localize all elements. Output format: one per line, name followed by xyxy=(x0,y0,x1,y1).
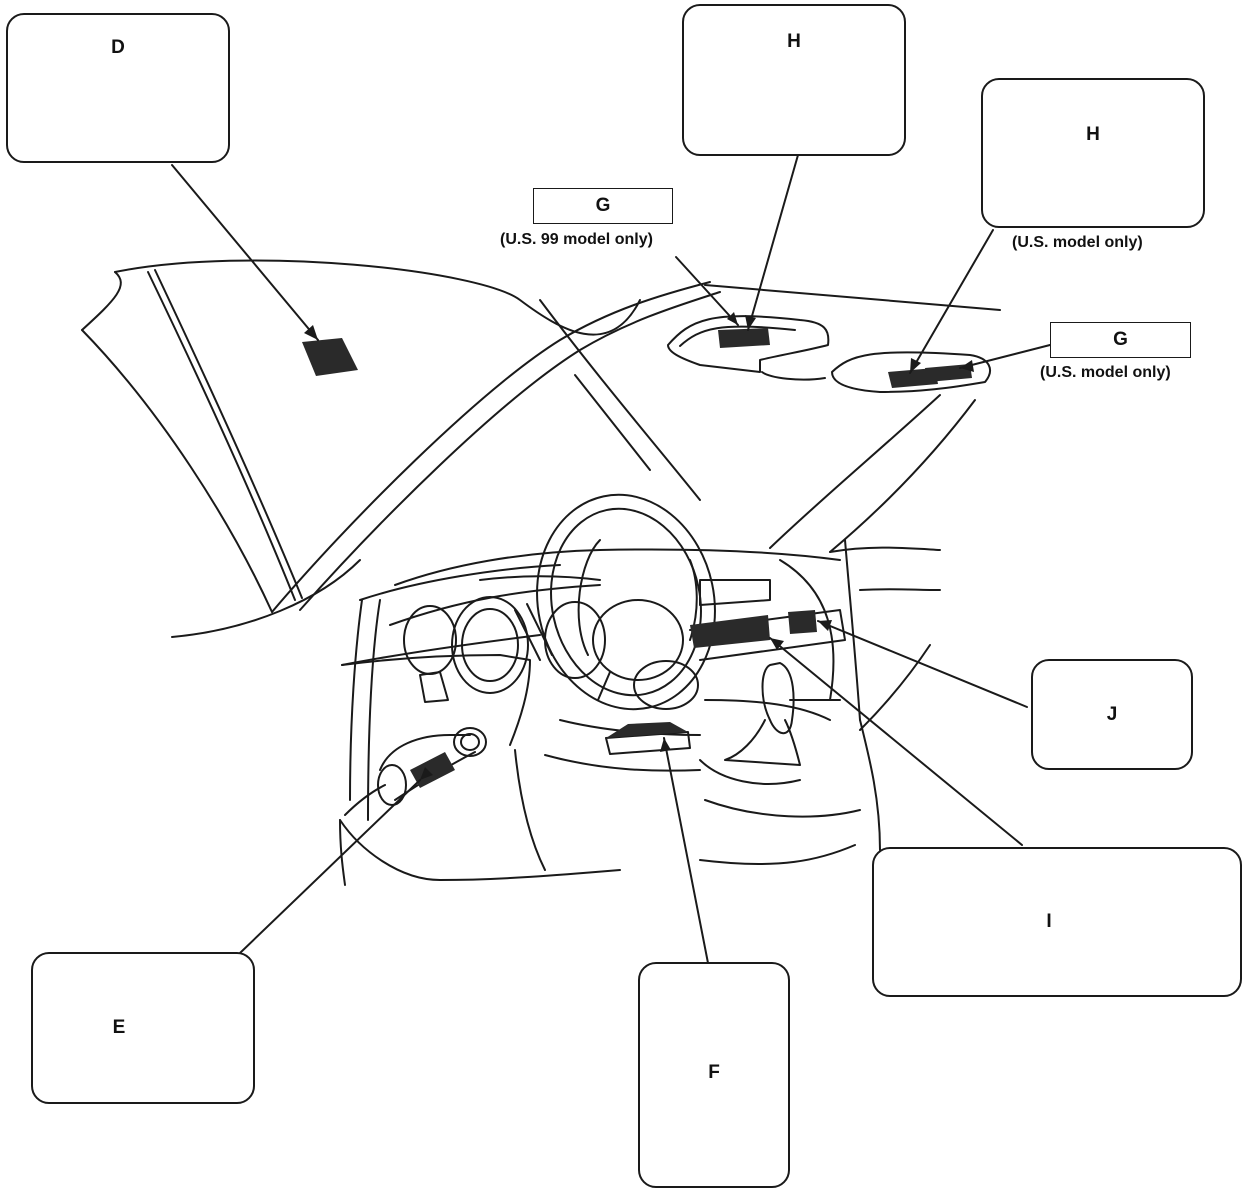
leader-g2 xyxy=(959,344,1051,369)
note-g-visor-right: (U.S. model only) xyxy=(1040,364,1171,381)
leader-f xyxy=(663,737,709,964)
label-patch-j xyxy=(788,610,817,634)
label-patch-h2 xyxy=(888,368,938,388)
note-g-visor-left: (U.S. 99 model only) xyxy=(500,231,653,248)
label-patch-d xyxy=(302,338,358,376)
label-patch-i xyxy=(690,615,770,648)
leader-e xyxy=(239,779,421,954)
note-h-right: (U.S. model only) xyxy=(1012,234,1143,251)
sun-visor-left xyxy=(667,315,830,381)
callout-d: D xyxy=(6,13,230,163)
callout-i: I xyxy=(872,847,1242,997)
label-g-visor-right: G xyxy=(1050,322,1191,358)
leader-g1 xyxy=(675,256,739,326)
arrowheads xyxy=(304,312,974,780)
label-patch-f xyxy=(605,722,691,755)
label-patches xyxy=(302,328,972,788)
sun-visor-right xyxy=(831,351,991,393)
lower-dash-lines xyxy=(339,599,931,886)
callout-j: J xyxy=(1031,659,1193,770)
leader-lines xyxy=(171,154,1051,964)
windshield-frame xyxy=(271,281,1001,721)
leader-d xyxy=(171,164,319,341)
leader-h2 xyxy=(909,229,994,374)
dashboard xyxy=(341,548,846,871)
steering-column xyxy=(341,603,553,746)
steering-wheel xyxy=(536,493,716,711)
callout-h-top: H xyxy=(682,4,906,156)
callout-h-right: H xyxy=(981,78,1205,228)
callout-e: E xyxy=(31,952,255,1104)
label-patch-h1-g1 xyxy=(718,328,770,348)
shift-lever xyxy=(699,662,861,818)
leader-i xyxy=(769,637,1023,846)
leader-j xyxy=(817,620,1028,708)
callout-f: F xyxy=(638,962,790,1188)
hood-outline xyxy=(81,259,641,638)
leader-h1 xyxy=(747,154,799,331)
label-g-visor-left: G xyxy=(533,188,673,224)
